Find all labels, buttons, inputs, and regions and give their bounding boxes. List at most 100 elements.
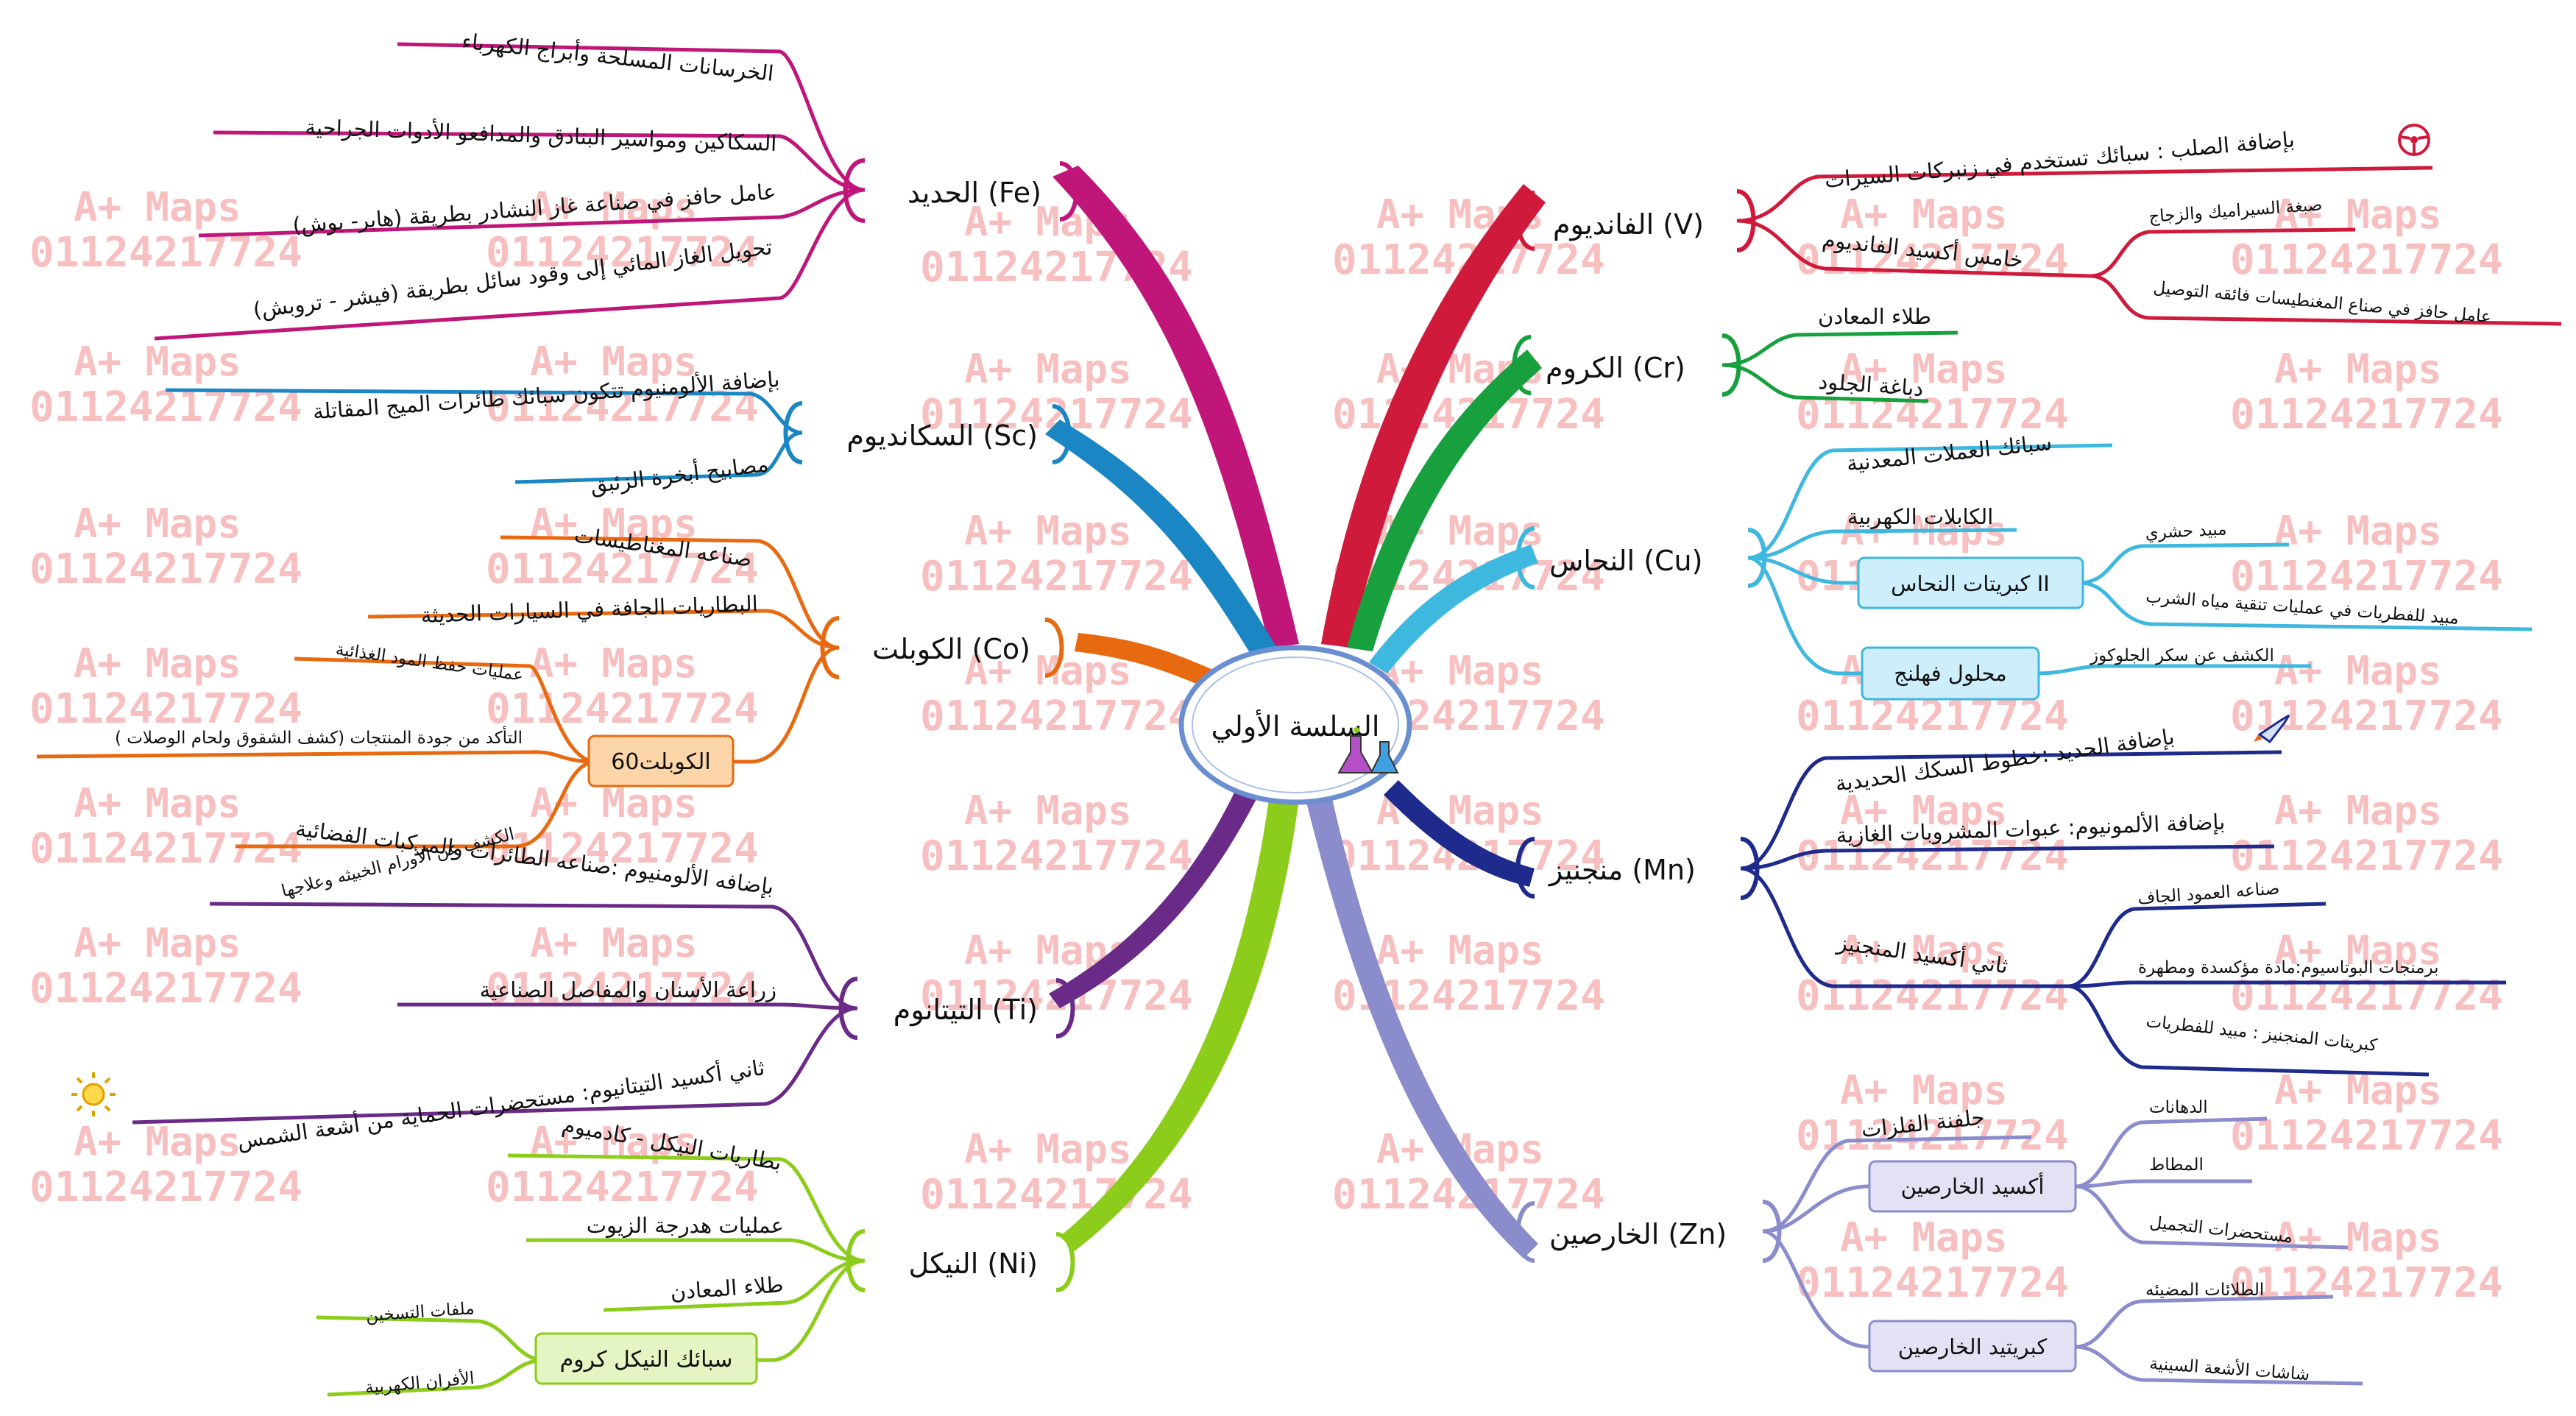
watermark-phone: 01124217724 [2230,236,2503,284]
watermark-brand: A+ Maps [1840,1067,2008,1114]
node-v-label: الفانديوم (V) [1553,208,1704,241]
watermark-brand: A+ Maps [2274,508,2442,554]
nicr-item-2: الأفران الكهربية [364,1367,475,1398]
watermark-brand: A+ Maps [74,640,241,687]
zn-sub2-label: كبريتيد الخارصين [1898,1334,2048,1359]
watermark-brand: A+ Maps [964,508,1132,554]
zno-box[interactable] [1868,1160,2077,1213]
cu-sub2-item-1: الكشف عن سكر الجلوكوز [2090,646,2274,665]
watermark-brand: A+ Maps [530,339,698,385]
watermark-brand: A+ Maps [2274,346,2442,392]
branch-mn[interactable]: منجنيز (Mn) بإضافة الحديد :خطوط السكك ال… [1515,714,2507,1077]
mn-sub-item-2: برمنجات البوتاسيوم:مادة مؤكسدة ومطهرة [2138,958,2439,977]
watermark-brand: A+ Maps [74,920,241,966]
branch-fe[interactable]: الحديد (Fe) الخرسانات المسلحة وأبراج الك… [154,26,1079,341]
watermark-phone: 01124217724 [920,693,1193,740]
v-item-1: بإضافة الصلب : سبائك تستخدم في زنبركات ا… [1824,127,2296,194]
watermark-phone: 01124217724 [486,825,759,873]
watermark-phone: 01124217724 [29,965,302,1013]
watermark-brand: A+ Maps [530,640,698,687]
watermark-phone: 01124217724 [29,825,302,873]
branch-ni[interactable]: النيكل (Ni) سبائك النيكل كروم بطاريات ال… [316,1112,1075,1398]
ribbon-ti [1049,780,1262,1008]
watermark-phone: 01124217724 [29,1164,302,1211]
nicr-box[interactable] [534,1332,758,1385]
watermark-phone: 01124217724 [2230,553,2503,601]
watermark-phone: 01124217724 [2230,832,2503,880]
watermark-phone: 01124217724 [1796,1259,2069,1307]
ribbon-fe [1052,166,1299,648]
fehling-box[interactable] [1861,646,2040,701]
watermark-phone: 01124217724 [1796,972,2069,1020]
watermark-phone: 01124217724 [1796,693,2069,740]
co60-box[interactable] [587,734,735,787]
ni-item-3: طلاء المعادن [670,1272,785,1305]
node-cr-label: الكروم (Cr) [1546,352,1685,385]
watermark-phone: 01124217724 [2230,391,2503,439]
watermark-phone: 01124217724 [2230,972,2503,1020]
watermark-brand: A+ Maps [74,500,241,547]
watermark-brand: A+ Maps [1840,191,2008,238]
watermark-brand: A+ Maps [530,920,698,966]
watermark-phone: 01124217724 [486,1164,759,1211]
main-ribbons [1045,166,1546,1259]
watermark-brand: A+ Maps [74,339,241,385]
watermark-phone: 01124217724 [486,229,759,277]
zn-sub1-item-1: الدهانات [2149,1098,2208,1117]
watermark-brand: A+ Maps [2274,1214,2442,1261]
watermark-phone: 01124217724 [920,1171,1193,1219]
watermark-brand: A+ Maps [964,1126,1132,1172]
sun-icon [71,1072,116,1116]
node-ni-label: النيكل (Ni) [908,1247,1038,1280]
watermark-brand: A+ Maps [1376,927,1544,974]
ni-sub-label: سبائك النيكل كروم [560,1347,733,1373]
node-sc-label: السكانديوم (Sc) [846,420,1038,453]
watermark-brand: A+ Maps [1840,1214,2008,1261]
watermark-brand: A+ Maps [1840,346,2008,392]
node-ti-label: التيتانوم (Ti) [894,994,1038,1027]
cu-sub1-item-1: مبيد حشري [2145,520,2227,543]
watermark-brand: A+ Maps [1840,787,2008,834]
watermark-brand: A+ Maps [2274,648,2442,694]
node-zn-label: الخارصين (Zn) [1549,1218,1727,1251]
watermark-phone: 01124217724 [29,685,302,733]
cu-sub2-label: محلول فهلنج [1894,661,2006,686]
sc-item-2: مصابيح أبخرة الزئبق [589,449,770,498]
center-node[interactable]: السلسة الأولي [1178,645,1412,805]
watermark-phone: 01124217724 [1796,236,2069,284]
watermark-brand: A+ Maps [74,780,241,826]
ribbon-sc [1045,420,1277,655]
watermark-phone: 01124217724 [920,832,1193,880]
cr-item-1: طلاء المعادن [1818,304,1931,329]
co-item-2: البطاريات الجافة في السيارات الحديثة [420,591,758,629]
ribbon-zn [1306,799,1538,1259]
ti-item-2: زراعة الأسنان والمفاصل الصناعية [480,976,776,1002]
fe-item-2: السكاكين ومواسير البنادق والمدافعو الأدو… [305,113,777,156]
watermark-phone: 01124217724 [29,229,302,277]
watermark-phone: 01124217724 [920,553,1193,601]
watermark-brand: A+ Maps [964,787,1132,834]
watermark-brand: A+ Maps [964,346,1132,392]
node-co-label: الكوبلت (Co) [872,633,1030,666]
ribbon-cu [1369,545,1538,673]
node-fe-label: الحديد (Fe) [907,177,1041,209]
co60-item-2: التأكد من جودة المنتجات (كشف الشقوق ولحا… [115,726,523,748]
zn-sub1-item-2: المطاط [2149,1155,2204,1175]
cuso4-box[interactable] [1857,556,2084,609]
ribbon-co [1075,633,1222,688]
zns-box[interactable] [1868,1320,2077,1373]
co-sub-label: الكوبلت60 [611,749,710,775]
branch-cr[interactable]: الكروم (Cr) طلاء المعادن دباغة الجلود [1512,304,1958,403]
cu-item-2: الكابلات الكهربية [1847,504,1993,529]
steering-wheel-icon [2398,124,2430,156]
ribbon-ni [1060,795,1299,1251]
branch-zn[interactable]: الخارصين (Zn) أكسيد الخارصين كبريتيد الخ… [1515,1098,2363,1386]
zn-sub1-label: أكسيد الخارصين [1901,1172,2045,1199]
flask-icon [1337,727,1399,774]
zn-sub2-item-1: الطلائات المضيئه [2145,1281,2264,1300]
node-cu-label: النحاس (Cu) [1549,545,1702,577]
co60-item-1: عمليات حفظ المود الغذائية [334,640,524,685]
watermark-brand: A+ Maps [1840,927,2008,974]
